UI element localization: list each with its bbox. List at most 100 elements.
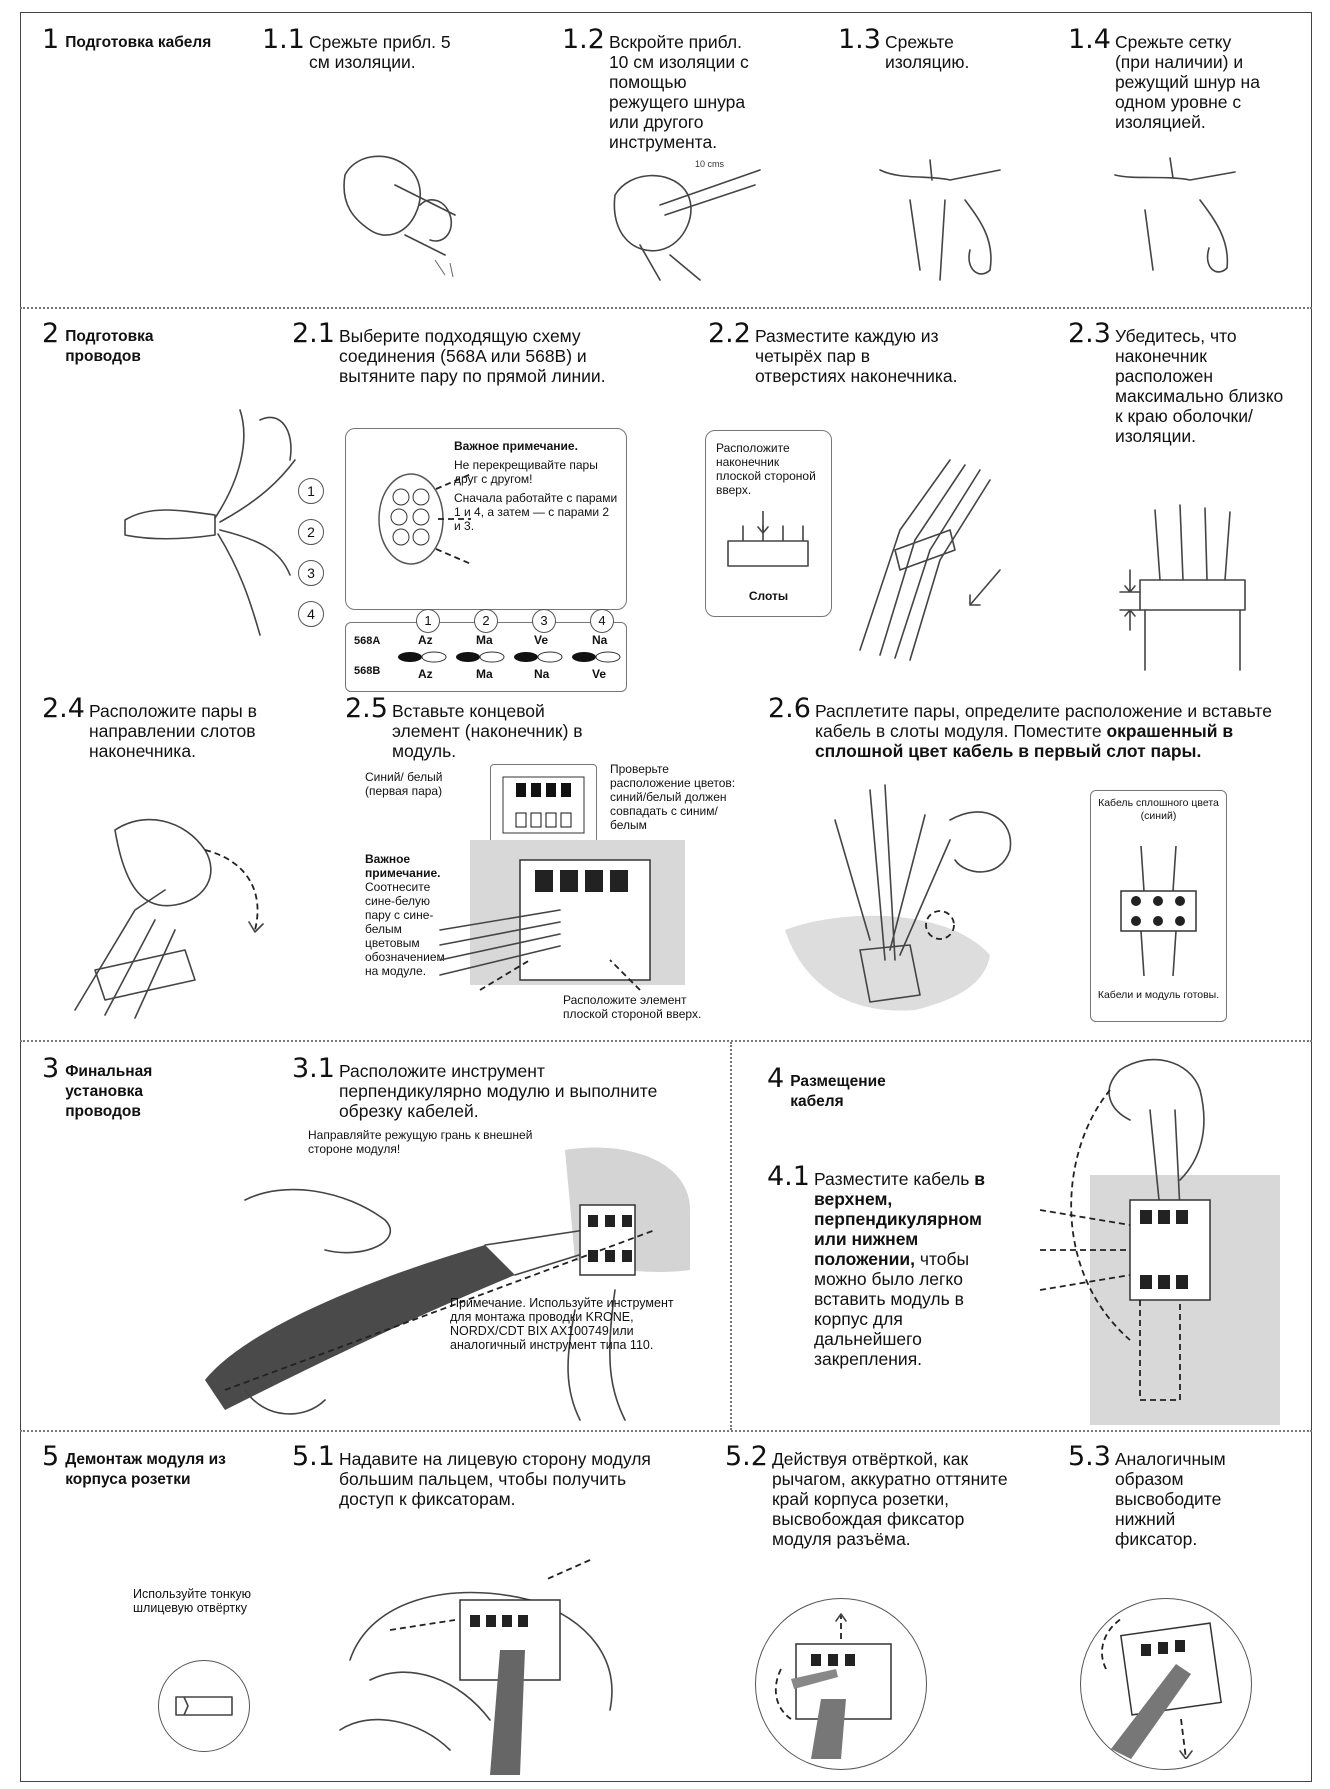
- press-module-illustration: [330, 1540, 630, 1775]
- step-number: 1.3: [838, 26, 881, 54]
- step-text: Расположите инструмент перпендикулярно м…: [339, 1055, 684, 1121]
- pry-top-latch-illustration: [755, 1598, 927, 1770]
- color-code: Na: [534, 667, 549, 681]
- step-text: Разместите кабель в верхнем, перпендикул…: [814, 1163, 986, 1369]
- step-2-5: 2.5 Вставьте концевой элемент (наконечни…: [345, 695, 615, 761]
- color-check-note: Проверьте расположение цветов: синий/бел…: [610, 762, 750, 832]
- section-number: 2: [42, 320, 59, 348]
- section-title: Подготовка проводов: [65, 320, 185, 367]
- section-4-heading: 4 Размещение кабеля: [767, 1065, 967, 1112]
- cut-insulation-illustration: [335, 145, 475, 285]
- section-3-heading: 3 Финальная установка проводов: [42, 1055, 242, 1122]
- screwdriver-note: Используйте тонкую шлицевую отвёртку: [133, 1587, 283, 1615]
- connector-position-illustration: [1105, 500, 1275, 670]
- step-text: Выберите подходящую схему соединения (56…: [339, 320, 649, 386]
- pry-bottom-latch-illustration: [1080, 1598, 1252, 1770]
- step-text: Разместите каждую из четырёх пар в отвер…: [755, 320, 965, 386]
- pair-number-2: 2: [298, 519, 324, 545]
- wire-color-dots: [396, 651, 621, 663]
- separator-vertical: [730, 1042, 732, 1430]
- wire-direction-illustration: [55, 790, 285, 1020]
- step-number: 2.6: [768, 695, 811, 723]
- step-text: Расплетите пары, определите расположение…: [815, 695, 1285, 761]
- step-3-1: 3.1 Расположите инструмент перпендикуляр…: [292, 1055, 712, 1121]
- step-number: 1.4: [1068, 26, 1111, 54]
- cross-section-box: Важное примечание. Не перекрещивайте пар…: [345, 428, 627, 610]
- step-2-3: 2.3 Убедитесь, что наконечник расположен…: [1068, 320, 1308, 446]
- section-number: 4: [767, 1065, 784, 1093]
- module-color-code: [490, 764, 597, 846]
- separator-2: [20, 1040, 1312, 1042]
- column-number: 1: [416, 609, 440, 633]
- cut-shield-illustration: [1105, 150, 1245, 290]
- step-number: 2.3: [1068, 320, 1111, 348]
- note-text: Сначала работайте с парами 1 и 4, а зате…: [454, 491, 619, 533]
- section-title: Демонтаж модуля из корпуса розетки: [65, 1443, 245, 1490]
- separator-3: [20, 1430, 1312, 1432]
- step-2-6: 2.6 Расплетите пары, определите располож…: [768, 695, 1288, 761]
- section-1-heading: 1 Подготовка кабеля: [42, 26, 242, 54]
- punch-down-tool-illustration: [185, 1130, 695, 1420]
- separator-1: [20, 307, 1312, 309]
- color-code: Ve: [592, 667, 606, 681]
- step-text: Срежьте сетку (при наличии) и режущий шн…: [1115, 26, 1265, 132]
- pair-number-3: 3: [298, 560, 324, 586]
- color-code: Az: [418, 667, 433, 681]
- open-insulation-illustration: 10 cms: [600, 155, 770, 285]
- pair-number-1: 1: [298, 478, 324, 504]
- color-code: Ma: [476, 667, 493, 681]
- step-text: Действуя отвёрткой, как рычагом, аккурат…: [772, 1443, 1017, 1549]
- step-2-4: 2.4 Расположите пары в направлении слото…: [42, 695, 312, 761]
- step-number: 2.1: [292, 320, 335, 348]
- step-number: 2.5: [345, 695, 388, 723]
- step-number: 5.3: [1068, 1443, 1111, 1471]
- section-5-heading: 5 Демонтаж модуля из корпуса розетки: [42, 1443, 272, 1490]
- step-2-2: 2.2 Разместите каждую из четырёх пар в о…: [708, 320, 968, 386]
- pair-number-4: 4: [298, 601, 324, 627]
- step-5-1: 5.1 Надавите на лицевую сторону модуля б…: [292, 1443, 712, 1509]
- section-number: 1: [42, 26, 59, 54]
- column-number: 4: [590, 609, 614, 633]
- step-text: Срежьте прибл. 5 см изоляции.: [309, 26, 459, 72]
- length-label: 10 cms: [695, 159, 725, 169]
- remove-insulation-illustration: [870, 150, 1010, 290]
- orientation-note: Расположите элемент плоской стороной вве…: [563, 993, 733, 1021]
- screwdriver-tip-icon: [158, 1660, 250, 1752]
- color-code: Na: [592, 633, 607, 647]
- section-number: 3: [42, 1055, 59, 1083]
- ready-note: Кабели и модуль готовы.: [1096, 989, 1221, 1002]
- column-number: 2: [474, 609, 498, 633]
- step-text: Убедитесь, что наконечник расположен мак…: [1115, 320, 1293, 446]
- step-text: Вскройте прибл. 10 см изоляции с помощью…: [609, 26, 749, 152]
- step-4-1: 4.1 Разместите кабель в верхнем, перпенд…: [767, 1163, 997, 1369]
- wiring-scheme-table: 568A 568B 1 2 3 4 Az Ma Ve Na Az Ma Na V…: [345, 622, 627, 692]
- insert-cable-illustration: [775, 780, 1025, 1025]
- section-number: 5: [42, 1443, 59, 1471]
- connector-slots-figure: [718, 511, 818, 581]
- step-number: 1.2: [562, 26, 605, 54]
- step-number: 5.2: [725, 1443, 768, 1471]
- wires-in-connector-illustration: [840, 420, 1010, 660]
- step-text: Срежьте изоляцию.: [885, 26, 995, 72]
- color-code: Ma: [476, 633, 493, 647]
- step-1-1: 1.1 Срежьте прибл. 5 см изоляции.: [262, 26, 522, 72]
- step-1-3: 1.3 Срежьте изоляцию.: [838, 26, 1018, 72]
- section-title: Размещение кабеля: [790, 1065, 910, 1112]
- color-code: Az: [418, 633, 433, 647]
- step-1-4: 1.4 Срежьте сетку (при наличии) и режущи…: [1068, 26, 1288, 132]
- scheme-568b-label: 568B: [354, 665, 380, 677]
- step-text: Надавите на лицевую сторону модуля больш…: [339, 1443, 674, 1509]
- step-1-2: 1.2 Вскройте прибл. 10 см изоляции с пом…: [562, 26, 822, 152]
- note-text: Не перекрещивайте пары друг с другом!: [454, 458, 619, 486]
- note-title: Важное примечание.: [454, 439, 578, 453]
- step-number: 2.4: [42, 695, 85, 723]
- cable-placement-illustration: [1010, 1050, 1290, 1420]
- cable-module-ready-box: Кабель сплошного цвета (синий) Кабели и …: [1090, 790, 1227, 1022]
- step-5-3: 5.3 Аналогичным образом высвободите нижн…: [1068, 1443, 1268, 1549]
- scheme-568a-label: 568A: [354, 635, 380, 647]
- step-text: Аналогичным образом высвободите нижний ф…: [1115, 1443, 1245, 1549]
- step-text: Расположите пары в направлении слотов на…: [89, 695, 284, 761]
- module-insertion-illustration: [440, 850, 680, 990]
- section-2-heading: 2 Подготовка проводов: [42, 320, 242, 367]
- color-code: Ve: [534, 633, 548, 647]
